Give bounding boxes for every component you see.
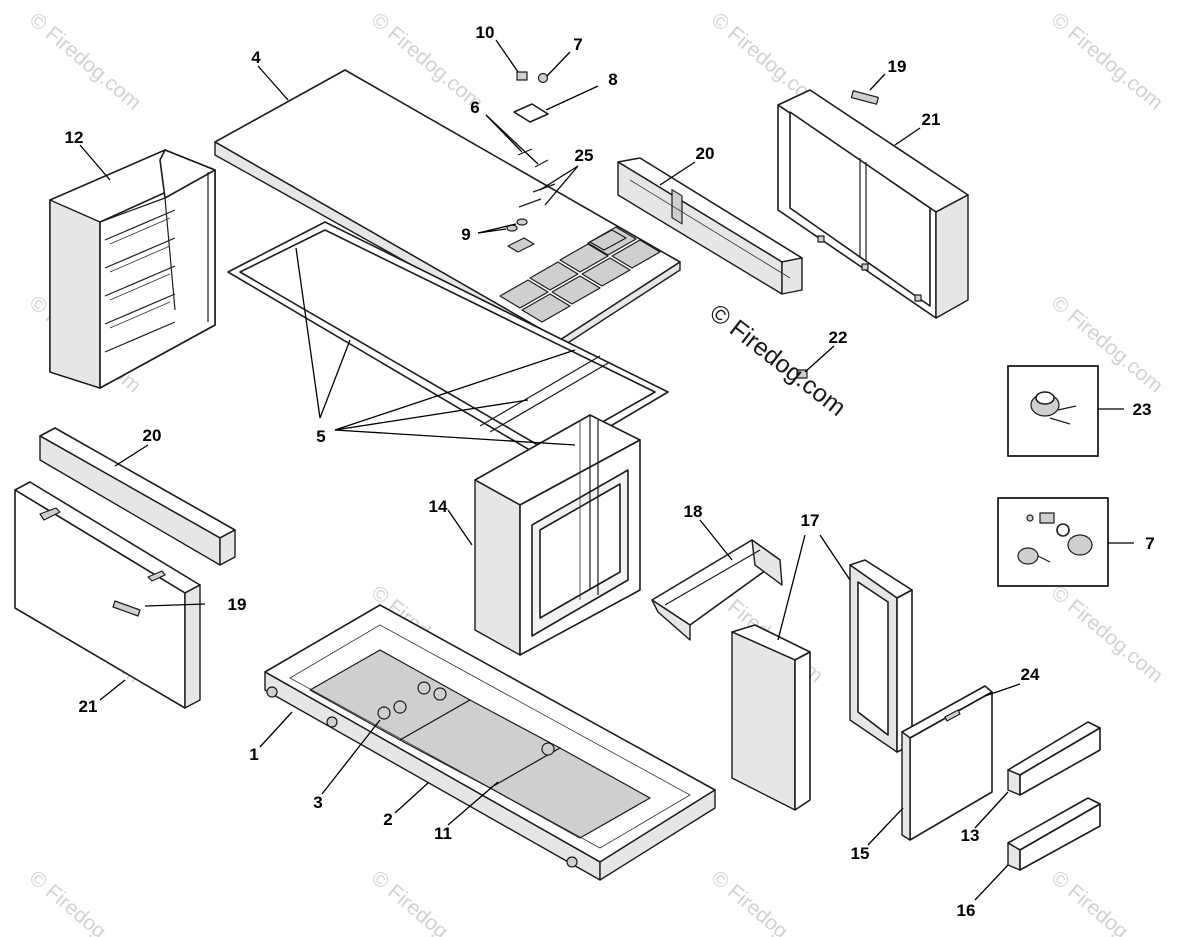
part-rail-lower — [39, 427, 236, 566]
part-gasket-frame — [227, 221, 669, 463]
part-10-clip — [516, 71, 528, 81]
part-small-hardware — [506, 71, 556, 232]
callout-24: 24 — [1021, 665, 1040, 684]
callout-19: 19 — [888, 57, 907, 76]
callout-7: 7 — [573, 35, 582, 54]
part-corner-post — [731, 624, 811, 811]
watermark-text: © Firedog.com — [1047, 866, 1168, 937]
part-cabinet-body — [474, 414, 641, 656]
callout-6: 6 — [470, 98, 479, 117]
callout-20: 20 — [696, 144, 715, 163]
watermark-text: © Firedog.com — [1047, 581, 1168, 687]
callout-13: 13 — [961, 826, 980, 845]
part-19-handle-upper — [850, 90, 879, 105]
part-22-knob — [796, 369, 808, 379]
callout-1: 1 — [249, 745, 258, 764]
part-shelf-unit — [49, 149, 216, 389]
callout-18: 18 — [684, 502, 703, 521]
inset-lock-kit-23 — [1007, 365, 1099, 457]
part-8-plate — [513, 103, 549, 123]
callout-23: 23 — [1133, 400, 1152, 419]
watermark-text: © Firedog.com — [707, 866, 828, 937]
callout-4: 4 — [251, 48, 261, 67]
callout-21: 21 — [922, 110, 941, 129]
part-rail-upper — [617, 157, 803, 295]
part-base-frame — [264, 604, 716, 881]
part-kick-base — [1007, 797, 1101, 871]
callout-8: 8 — [608, 70, 617, 89]
watermark-text: © Firedog.com — [1047, 8, 1168, 114]
callout-12: 12 — [65, 128, 84, 147]
callout-14: 14 — [429, 497, 448, 516]
callout-9: 9 — [461, 225, 470, 244]
callout-3: 3 — [313, 793, 322, 812]
callout-10: 10 — [476, 23, 495, 42]
part-door-panel-lower — [14, 481, 201, 709]
part-side-panel — [901, 685, 993, 841]
callout-17: 17 — [801, 511, 820, 530]
part-25-strip — [518, 198, 542, 208]
top-vent-grille — [499, 226, 661, 323]
callout-25: 25 — [575, 146, 594, 165]
center-watermark: © Firedog.com — [704, 299, 851, 422]
inset-lock-kit-7 — [997, 497, 1109, 587]
callout-16: 16 — [957, 901, 976, 920]
part-6-bracket — [534, 159, 549, 168]
watermark-text: © Firedog.com — [367, 866, 488, 937]
callout-21: 21 — [79, 697, 98, 716]
part-7-lock-small — [537, 72, 549, 84]
callout-2: 2 — [383, 810, 392, 829]
callout-5: 5 — [316, 427, 325, 446]
callout-labels: 10 7 8 4 6 25 9 12 20 19 21 22 23 20 5 1… — [65, 23, 1155, 920]
leader-lines — [79, 39, 1134, 901]
watermark-text: © Firedog.com — [25, 8, 146, 114]
part-side-frame — [849, 559, 913, 753]
callout-15: 15 — [851, 844, 870, 863]
callout-19: 19 — [228, 595, 247, 614]
part-duct — [651, 539, 783, 641]
part-9-grommet — [516, 218, 528, 226]
callout-7: 7 — [1145, 534, 1154, 553]
callout-20: 20 — [143, 426, 162, 445]
part-kick-plate — [1007, 721, 1101, 796]
callout-11: 11 — [434, 824, 452, 843]
watermark-text: © Firedog.com — [25, 866, 146, 937]
part-door-frame-upper — [777, 89, 969, 319]
callout-22: 22 — [829, 328, 848, 347]
